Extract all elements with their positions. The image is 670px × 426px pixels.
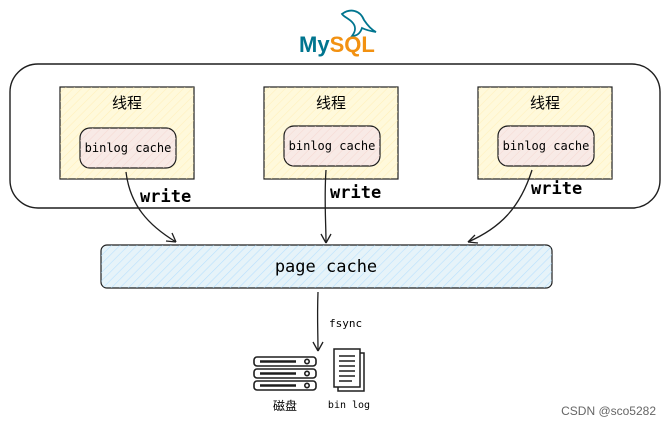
write-arrow-2: [320, 169, 332, 244]
binlog-cache-box: binlog cache: [497, 125, 595, 167]
svg-text:MySQL: MySQL: [299, 32, 375, 57]
binlog-cache-label: binlog cache: [85, 141, 172, 155]
document-icon: [333, 348, 365, 392]
binlog-cache-box: binlog cache: [283, 125, 381, 167]
dolphin-icon: [340, 9, 377, 37]
mysql-server-container: [9, 63, 661, 209]
binlog-cache-label: binlog cache: [503, 139, 590, 153]
thread-title: 线程: [112, 94, 142, 112]
binlog-file-label: bin log: [328, 400, 370, 411]
watermark: CSDN @sco5282: [561, 404, 656, 418]
thread-title: 线程: [530, 94, 560, 112]
thread-title: 线程: [316, 94, 346, 112]
disk-server-icon: [253, 356, 317, 391]
thread-box-2: 线程 binlog cache: [263, 86, 399, 180]
fsync-arrow: [312, 291, 324, 352]
page-cache-box: page cache: [100, 244, 553, 289]
thread-box-1: 线程 binlog cache: [59, 86, 195, 180]
page-cache-label: page cache: [275, 257, 377, 277]
write-label: write: [330, 183, 381, 203]
write-arrow-3: [467, 169, 533, 244]
mysql-logo: MySQL: [299, 9, 377, 57]
logo-text-sql: SQL: [330, 32, 375, 57]
fsync-label: fsync: [329, 317, 362, 330]
disk-label: 磁盘: [273, 398, 297, 413]
write-label: write: [140, 187, 191, 207]
binlog-cache-box: binlog cache: [79, 127, 177, 169]
binlog-cache-label: binlog cache: [289, 139, 376, 153]
logo-text-my: My: [299, 32, 330, 57]
write-arrow-1: [125, 171, 177, 243]
thread-box-3: 线程 binlog cache: [477, 86, 613, 180]
write-label: write: [531, 179, 582, 199]
